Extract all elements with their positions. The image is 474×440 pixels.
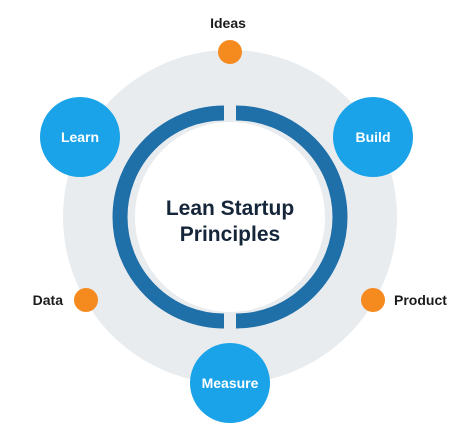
stage-node-learn[interactable]: Learn (40, 97, 120, 177)
cycle-arc-left (112, 105, 225, 329)
stage-label-learn: Learn (61, 129, 99, 145)
stage-node-measure-circle (190, 343, 270, 423)
stage-node-build[interactable]: Build (333, 97, 413, 177)
stage-node-build-circle (333, 97, 413, 177)
inner-disc (135, 122, 325, 312)
center-title-line2: Principles (180, 223, 280, 246)
output-product-dot (361, 288, 385, 312)
output-ideas: Ideas (210, 15, 246, 64)
output-label-data: Data (33, 292, 64, 308)
stage-label-measure: Measure (202, 375, 259, 391)
cycle-arc-right (235, 105, 348, 329)
stage-node-learn-circle (40, 97, 120, 177)
center-title-line1: Lean Startup (166, 197, 294, 220)
cycle-ring (112, 105, 348, 329)
output-data-dot (74, 288, 98, 312)
output-product: Product (361, 288, 447, 312)
output-label-ideas: Ideas (210, 15, 246, 31)
output-ideas-dot (218, 40, 242, 64)
stage-label-build: Build (356, 129, 391, 145)
output-data: Data (33, 288, 98, 312)
stage-node-measure[interactable]: Measure (190, 343, 270, 423)
output-label-product: Product (394, 292, 447, 308)
